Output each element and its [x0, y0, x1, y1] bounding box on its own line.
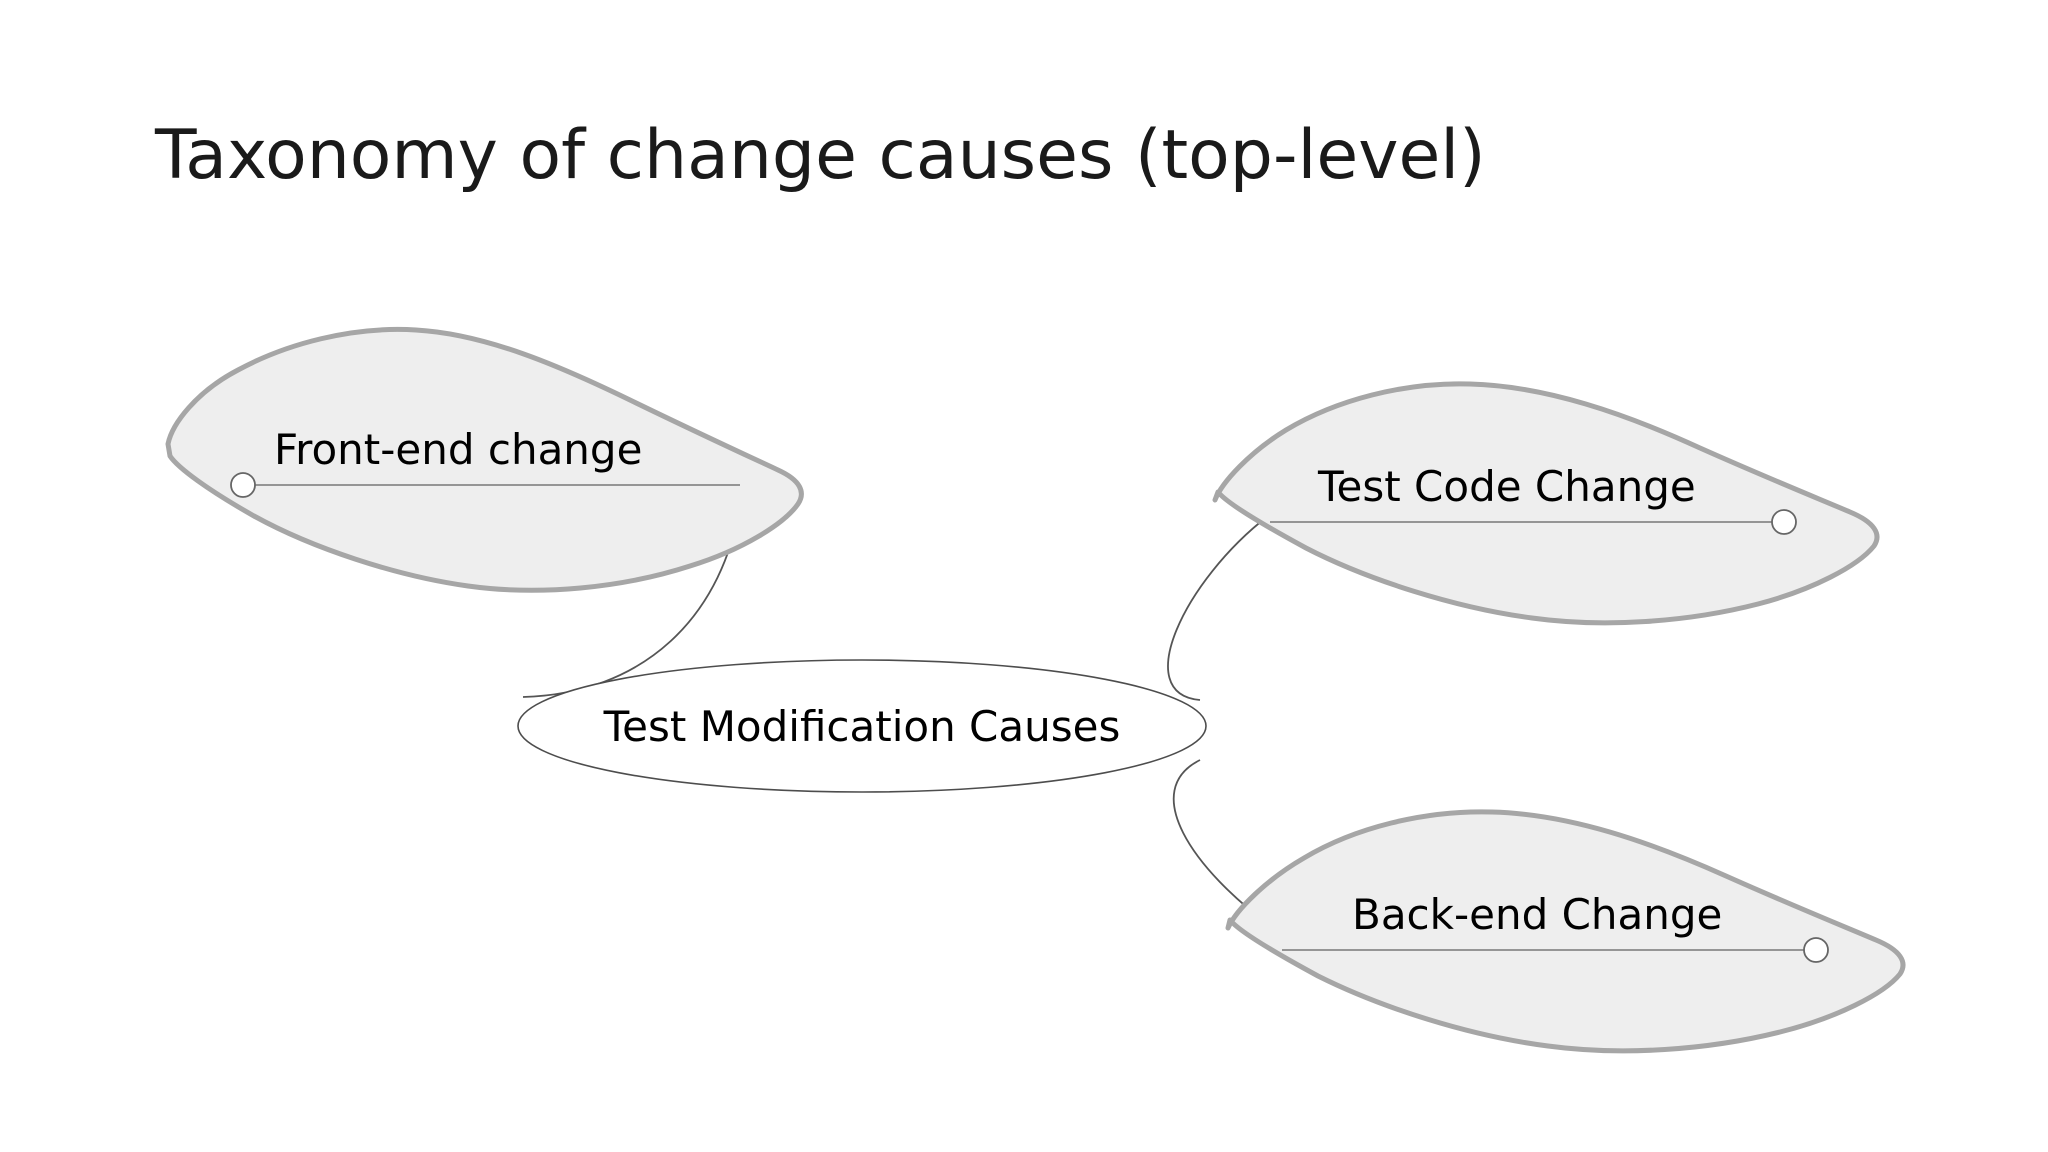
back-end-change-endpoint-dot[interactable]: [1803, 937, 1829, 963]
root-node-shape: [517, 659, 1207, 793]
edge-root-to-test-code-change: [1167, 515, 1269, 701]
test-code-change-shape: [1212, 381, 1880, 626]
back-end-change-label: Back-end Change: [1352, 890, 1722, 939]
test-code-change-label: Test Code Change: [1317, 462, 1696, 511]
page-title: Taxonomy of change causes (top-level): [154, 116, 1486, 195]
front-end-change-shape: [165, 326, 804, 593]
node-test-code-change[interactable]: Test Code Change: [1212, 381, 1880, 626]
back-end-change-shape: [1225, 809, 1906, 1054]
node-test-modification-causes[interactable]: Test Modification Causes: [517, 659, 1207, 793]
node-front-end-change[interactable]: Front-end change: [165, 326, 804, 593]
root-node-label: Test Modification Causes: [603, 702, 1121, 751]
node-back-end-change[interactable]: Back-end Change: [1225, 809, 1906, 1054]
test-code-change-endpoint-dot[interactable]: [1771, 509, 1797, 535]
front-end-change-label: Front-end change: [274, 425, 642, 474]
front-end-change-endpoint-dot[interactable]: [230, 472, 256, 498]
